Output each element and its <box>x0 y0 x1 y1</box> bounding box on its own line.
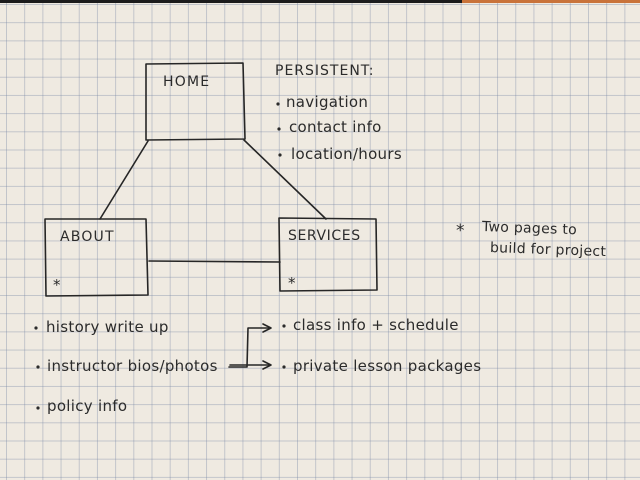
services-box <box>278 217 378 292</box>
home-box-label: HOME <box>163 74 211 90</box>
photo-edge-dark <box>0 0 462 3</box>
services-box-label: SERVICES <box>288 228 361 244</box>
bullet-dot <box>278 153 282 157</box>
persistent-item-location: location/hours <box>291 145 402 163</box>
about-box <box>44 218 149 297</box>
persistent-item-contact: contact info <box>289 118 382 136</box>
bullet-dot <box>36 406 40 410</box>
bullet-dot <box>276 102 280 106</box>
bullet-dot <box>34 326 38 330</box>
about-item-policy: policy info <box>47 397 128 415</box>
photo-edge-orange <box>462 0 640 3</box>
about-services-line <box>148 260 281 263</box>
home-box <box>145 62 246 141</box>
home-services-line <box>243 139 327 220</box>
bullet-dot <box>282 324 286 328</box>
about-item-history: history write up <box>46 318 169 336</box>
photo-top-edge <box>0 0 640 3</box>
persistent-heading: PERSISTENT: <box>275 63 375 79</box>
note-line-1: Two pages to <box>481 219 578 239</box>
bullet-dot <box>36 365 40 369</box>
note-star-mark: * <box>456 221 465 241</box>
about-star-mark: * <box>53 276 61 294</box>
bullet-dot <box>282 365 286 369</box>
about-box-label: ABOUT <box>60 229 115 245</box>
services-item-class: class info + schedule <box>293 316 459 334</box>
persistent-item-navigation: navigation <box>286 93 369 111</box>
bullet-dot <box>277 127 281 131</box>
home-about-line <box>99 140 149 220</box>
services-item-private: private lesson packages <box>293 357 482 375</box>
arrow-head-upper <box>262 323 272 333</box>
arrow-head-lower <box>262 360 272 370</box>
arrow-stem <box>228 327 271 368</box>
services-star-mark: * <box>288 274 296 292</box>
about-item-instructor: instructor bios/photos <box>47 357 218 375</box>
